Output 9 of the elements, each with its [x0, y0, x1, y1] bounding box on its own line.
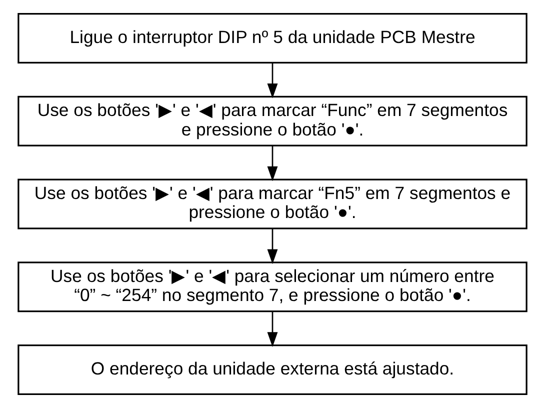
node-box: O endereço da unidade externa está ajustado. [18, 344, 528, 396]
node-box: Use os botões '▶' e '◀' para selecionar um número entre “0” ~ “254” no segmento 7, e pressione o botão '●'. [18, 262, 528, 312]
arrow [267, 146, 278, 182]
node-box: Use os botões '▶' e '◀' para marcar “Fn5” em 7 segmentos e pressione o botão '●'. [18, 178, 528, 230]
arrow [267, 228, 278, 264]
node-box: Ligue o interruptor DIP nº 5 da unidade PCB Mestre [18, 12, 528, 64]
arrow [267, 311, 278, 348]
arrow [267, 62, 278, 98]
node-box: Use os botões '▶' e '◀' para marcar “Func” em 7 segmentos e pressione o botão '●'. [18, 96, 528, 146]
